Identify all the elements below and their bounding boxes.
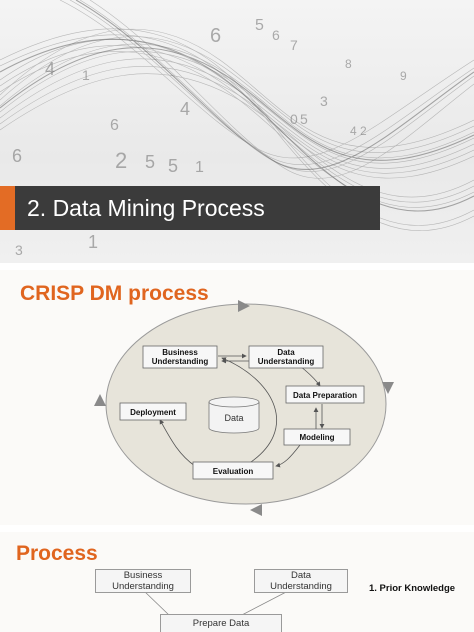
svg-text:4: 4 [45,59,55,79]
box-business-understanding: Business Understanding [142,345,218,369]
box-line: Data [290,570,312,581]
box-prepare-data: Prepare Data [160,614,282,632]
cycle-arrow-top-icon [238,300,250,312]
svg-text:Data: Data [277,348,295,357]
slide-title: 2. Data Mining Process [27,194,265,221]
wave-lines-dark [0,0,474,212]
svg-text:5: 5 [145,152,155,172]
box-line: Understanding [270,581,332,592]
svg-text:0: 0 [290,111,298,127]
box-data-understanding: Data Understanding [248,345,324,369]
box-deployment: Deployment [119,402,187,421]
box-modeling: Modeling [283,428,351,446]
box-business-understanding: Business Understanding [95,569,191,593]
svg-text:1: 1 [82,67,90,83]
svg-text:Deployment: Deployment [130,408,176,417]
box-data-preparation: Data Preparation [285,385,365,404]
svg-text:8: 8 [345,57,352,71]
svg-text:1: 1 [195,159,204,176]
arrow-eval-to-bu [221,357,277,465]
svg-text:2: 2 [115,148,127,173]
svg-text:3: 3 [15,242,23,258]
wave-background-art: 4 1 6 6 4 2 5 5 1 3 1 5 6 7 0 5 8 3 4 2 … [0,0,474,258]
crisp-heading: CRISP DM process [20,282,209,305]
data-store-cylinder: Data [208,396,260,434]
arrow-mod-to-eval [275,444,301,468]
cycle-arrow-left-icon [94,394,106,406]
svg-text:4: 4 [350,124,357,138]
svg-text:6: 6 [272,27,280,43]
svg-text:9: 9 [400,69,407,83]
cycle-arrow-right-icon [382,382,394,394]
svg-text:5: 5 [300,111,308,127]
svg-text:1: 1 [88,232,98,252]
process-slide: Process Business Understanding Data Unde… [0,532,474,632]
process-heading: Process [16,542,98,565]
svg-text:6: 6 [110,117,119,134]
svg-text:5: 5 [168,156,178,176]
title-bar: 2. Data Mining Process [0,186,380,230]
svg-text:3: 3 [320,93,328,109]
floating-digits: 4 1 6 6 4 2 5 5 1 3 1 5 6 7 0 5 8 3 4 2 … [12,17,407,258]
svg-text:6: 6 [210,25,221,47]
svg-text:Understanding: Understanding [258,357,315,366]
svg-text:Evaluation: Evaluation [213,467,254,476]
wave-lines [0,0,474,231]
box-data-understanding: Data Understanding [254,569,348,593]
svg-text:Data: Data [224,413,243,423]
box-evaluation: Evaluation [192,461,274,480]
svg-text:Understanding: Understanding [152,357,209,366]
svg-text:4: 4 [180,99,190,119]
slide-separator [0,263,474,270]
box-line: Understanding [112,581,174,592]
title-slide: 4 1 6 6 4 2 5 5 1 3 1 5 6 7 0 5 8 3 4 2 … [0,0,474,263]
connector-du-to-prepare [239,589,291,617]
svg-text:5: 5 [255,17,264,34]
step-label-prior-knowledge: 1. Prior Knowledge [369,583,456,594]
svg-text:2: 2 [360,124,367,138]
box-line: Business [123,570,163,581]
connector-bu-to-prepare [142,589,171,617]
process-connectors [142,589,291,617]
svg-text:Business: Business [162,348,198,357]
svg-text:6: 6 [12,146,22,166]
svg-text:Modeling: Modeling [299,433,334,442]
svg-text:Data Preparation: Data Preparation [293,391,357,400]
box-line: Prepare Data [192,618,250,629]
crisp-dm-diagram: Business Understanding Data Understandin… [94,300,394,516]
svg-text:7: 7 [290,37,298,53]
title-accent-bar [0,186,15,230]
crisp-dm-slide: Business Understanding Data Understandin… [0,270,474,525]
arrow-eval-to-deploy [159,419,196,467]
cycle-arrow-bottom-icon [250,504,262,516]
